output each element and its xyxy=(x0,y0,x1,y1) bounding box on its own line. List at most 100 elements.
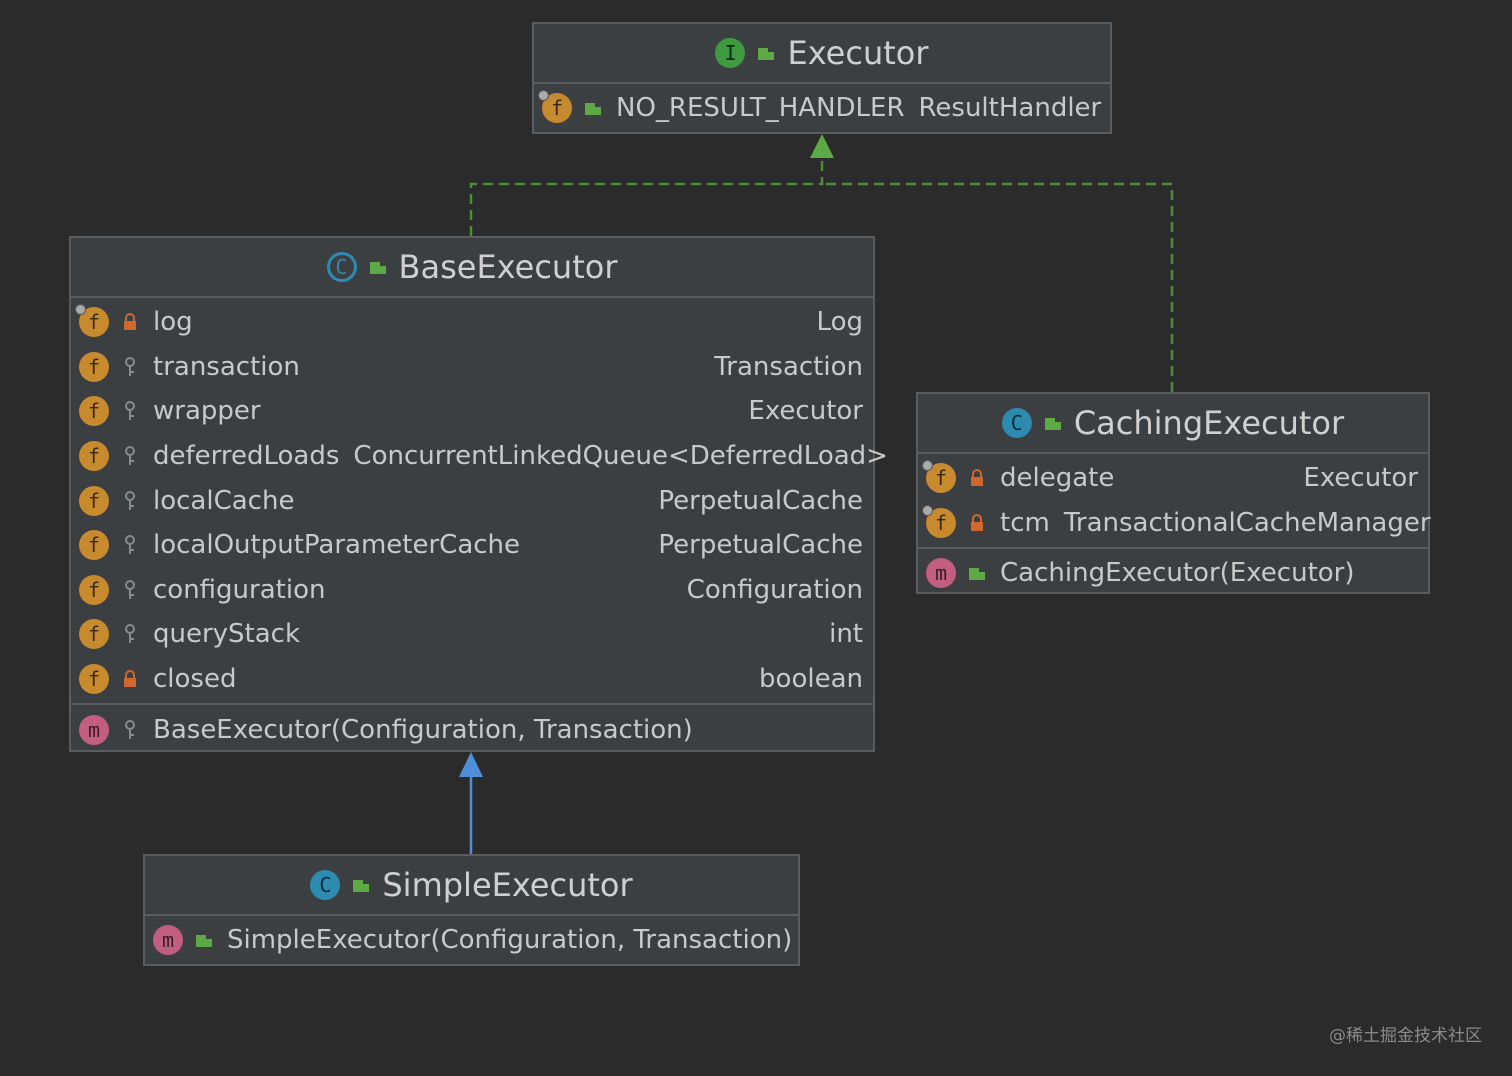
class-icon: C xyxy=(1001,408,1032,438)
field-type: PerpetualCache xyxy=(658,485,863,516)
field-name: log xyxy=(153,307,193,338)
field-row[interactable]: f closed boolean xyxy=(71,657,873,702)
field-row[interactable]: f delegate Executor xyxy=(918,456,1428,501)
field-name: localCache xyxy=(153,485,295,516)
class-header-caching-executor: C CachingExecutor xyxy=(918,394,1428,454)
method-icon: m xyxy=(79,714,109,745)
class-title: CachingExecutor xyxy=(1073,404,1345,442)
static-field-icon: f xyxy=(75,304,109,338)
class-node-caching-executor[interactable]: C CachingExecutor f delegate Executor f … xyxy=(916,392,1431,594)
class-title: SimpleExecutor xyxy=(382,866,633,904)
field-icon: f xyxy=(79,619,109,650)
field-type: ConcurrentLinkedQueue<DeferredLoad> xyxy=(353,441,888,472)
public-visibility-icon xyxy=(755,42,777,64)
protected-key-icon xyxy=(119,490,141,512)
edge-base-executor-implements-executor xyxy=(469,152,824,236)
class-node-base-executor[interactable]: C BaseExecutor f log Log f transaction T… xyxy=(69,236,888,754)
field-name: transaction xyxy=(153,351,300,382)
private-lock-icon xyxy=(966,467,988,489)
public-visibility-icon xyxy=(350,874,372,896)
public-visibility-icon xyxy=(193,929,215,951)
field-type: Transaction xyxy=(714,351,863,382)
interface-icon: I xyxy=(715,38,746,68)
protected-key-icon xyxy=(119,623,141,645)
field-row[interactable]: f localCache PerpetualCache xyxy=(71,478,873,523)
field-type: Executor xyxy=(748,396,863,427)
edge-caching-executor-implements-executor xyxy=(822,182,1174,392)
fields-section: f NO_RESULT_HANDLER ResultHandler xyxy=(534,84,1110,133)
static-field-icon: f xyxy=(538,90,572,124)
class-title: BaseExecutor xyxy=(398,248,618,286)
method-signature: SimpleExecutor(Configuration, Transactio… xyxy=(227,925,793,956)
private-lock-icon xyxy=(966,512,988,534)
field-icon: f xyxy=(79,441,109,472)
public-visibility-icon xyxy=(1042,412,1064,434)
field-name: configuration xyxy=(153,574,326,605)
field-name: tcm xyxy=(1000,507,1050,538)
public-visibility-icon xyxy=(582,97,604,119)
field-icon: f xyxy=(79,351,109,382)
public-visibility-icon xyxy=(367,256,389,278)
field-type: PerpetualCache xyxy=(658,530,863,561)
field-row[interactable]: f localOutputParameterCache PerpetualCac… xyxy=(71,523,873,568)
field-icon: f xyxy=(79,530,109,561)
field-row[interactable]: f wrapper Executor xyxy=(71,389,873,434)
watermark: @稀土掘金技术社区 xyxy=(1329,1026,1482,1046)
class-title: Executor xyxy=(787,34,929,72)
field-type: Executor xyxy=(1303,463,1418,494)
protected-key-icon xyxy=(119,534,141,556)
field-icon: f xyxy=(79,574,109,605)
class-node-executor[interactable]: I Executor f NO_RESULT_HANDLER ResultHan… xyxy=(532,22,1112,134)
field-name: queryStack xyxy=(153,619,301,650)
field-type: Log xyxy=(816,307,863,338)
methods-section: m BaseExecutor(Configuration, Transactio… xyxy=(71,705,873,754)
protected-key-icon xyxy=(119,719,141,741)
private-lock-icon xyxy=(119,311,141,333)
private-lock-icon xyxy=(119,668,141,690)
method-row[interactable]: m CachingExecutor(Executor) xyxy=(918,551,1428,596)
field-type: ResultHandler xyxy=(918,93,1102,124)
field-type: int xyxy=(829,619,863,650)
field-icon: f xyxy=(79,485,109,516)
field-type: TransactionalCacheManager xyxy=(1063,507,1431,538)
method-icon: m xyxy=(926,558,956,589)
field-type: Configuration xyxy=(686,574,863,605)
method-row[interactable]: m SimpleExecutor(Configuration, Transact… xyxy=(145,918,798,963)
field-name: localOutputParameterCache xyxy=(153,530,521,561)
field-row[interactable]: f queryStack int xyxy=(71,612,873,657)
fields-section: f log Log f transaction Transaction f wr… xyxy=(71,298,888,706)
field-row[interactable]: f transaction Transaction xyxy=(71,345,873,390)
field-row[interactable]: f log Log xyxy=(71,300,873,345)
field-row[interactable]: f NO_RESULT_HANDLER ResultHandler xyxy=(534,86,1110,131)
field-row[interactable]: f deferredLoads ConcurrentLinkedQueue<De… xyxy=(71,434,888,479)
protected-key-icon xyxy=(119,400,141,422)
class-header-simple-executor: C SimpleExecutor xyxy=(145,856,798,916)
public-visibility-icon xyxy=(966,562,988,584)
field-name: deferredLoads xyxy=(153,441,340,472)
protected-key-icon xyxy=(119,356,141,378)
protected-key-icon xyxy=(119,579,141,601)
field-row[interactable]: f configuration Configuration xyxy=(71,568,873,613)
method-signature: CachingExecutor(Executor) xyxy=(1000,558,1355,589)
method-signature: BaseExecutor(Configuration, Transaction) xyxy=(153,714,693,745)
inheritance-arrowhead xyxy=(459,752,483,777)
field-icon: f xyxy=(79,396,109,427)
field-name: closed xyxy=(153,664,237,695)
class-header-executor: I Executor xyxy=(534,24,1110,84)
methods-section: m CachingExecutor(Executor) xyxy=(918,549,1428,598)
method-row[interactable]: m BaseExecutor(Configuration, Transactio… xyxy=(71,707,873,752)
field-row[interactable]: f tcm TransactionalCacheManager xyxy=(918,501,1431,546)
realization-arrowhead xyxy=(810,134,834,158)
field-name: delegate xyxy=(1000,463,1115,494)
abstract-class-icon: C xyxy=(326,252,357,282)
field-icon: f xyxy=(922,504,956,538)
field-icon: f xyxy=(79,664,109,695)
class-icon: C xyxy=(310,870,341,900)
field-name: NO_RESULT_HANDLER xyxy=(616,93,905,124)
protected-key-icon xyxy=(119,445,141,467)
class-node-simple-executor[interactable]: C SimpleExecutor m SimpleExecutor(Config… xyxy=(143,854,800,966)
methods-section: m SimpleExecutor(Configuration, Transact… xyxy=(145,916,798,965)
field-icon: f xyxy=(922,460,956,494)
field-name: wrapper xyxy=(153,396,261,427)
class-header-base-executor: C BaseExecutor xyxy=(71,238,873,298)
